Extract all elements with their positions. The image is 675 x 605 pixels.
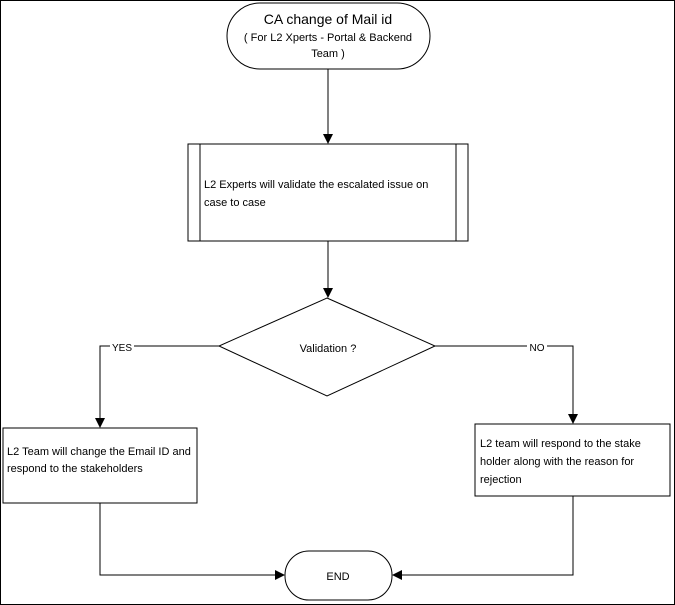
no-action-box-shape xyxy=(474,423,671,497)
decision-diamond-shape xyxy=(217,297,437,397)
process-text-line2: case to case xyxy=(204,197,266,209)
arrowhead-icon xyxy=(392,570,402,580)
yes-action-line1: L2 Team will change the Email ID and xyxy=(7,446,191,458)
no-branch-label: NO xyxy=(530,343,545,354)
decision-node: Validation ? xyxy=(217,297,437,397)
no-action-line1: L2 team will respond to the stake xyxy=(480,438,641,450)
arrowhead-icon xyxy=(275,570,285,580)
start-title: CA change of Mail id xyxy=(264,11,392,27)
process-text-line1: L2 Experts will validate the escalated i… xyxy=(204,179,428,191)
end-terminator-shape xyxy=(284,550,393,601)
no-action-node: L2 team will respond to the stake holder… xyxy=(474,423,671,497)
connector-start-to-process xyxy=(323,69,333,144)
start-subtitle-line1: ( For L2 Xperts - Portal & Backend xyxy=(244,32,412,44)
end-label: END xyxy=(326,571,349,583)
connector-no-to-end xyxy=(392,496,574,580)
connector-no-branch: NO xyxy=(435,341,578,424)
connector-process-to-decision xyxy=(323,241,333,298)
arrowhead-icon xyxy=(323,288,333,298)
end-node: END xyxy=(284,550,393,601)
start-subtitle-line2: Team ) xyxy=(311,48,345,60)
arrowhead-icon xyxy=(323,134,333,144)
connector-yes-branch: YES xyxy=(95,341,219,428)
connector-yes-to-end xyxy=(99,503,285,580)
yes-action-line2: respond to the stakeholders xyxy=(7,463,143,475)
process-node: L2 Experts will validate the escalated i… xyxy=(187,143,469,242)
yes-action-box-shape xyxy=(2,427,198,504)
process-box-shape xyxy=(187,143,469,242)
no-action-line2: holder along with the reason for xyxy=(480,456,634,468)
no-action-line3: rejection xyxy=(480,474,522,486)
yes-action-node: L2 Team will change the Email ID and res… xyxy=(2,427,198,504)
decision-label: Validation ? xyxy=(300,343,357,355)
arrowhead-icon xyxy=(568,414,578,424)
arrowhead-icon xyxy=(95,418,105,428)
yes-branch-label: YES xyxy=(112,343,132,354)
start-node: CA change of Mail id ( For L2 Xperts - P… xyxy=(226,2,431,70)
